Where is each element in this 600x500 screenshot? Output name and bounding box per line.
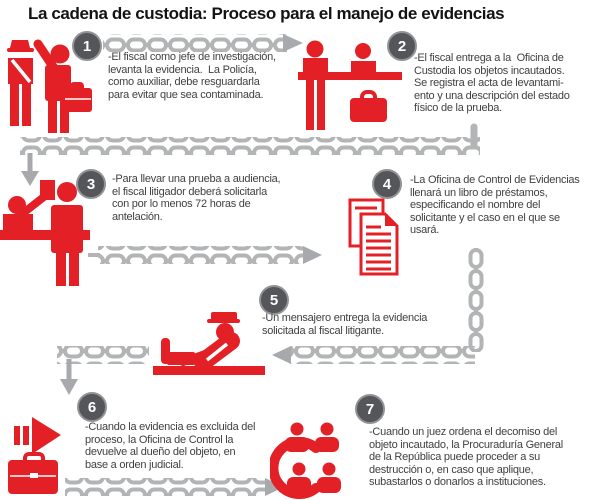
chain-step1-to-step2 xyxy=(103,34,303,52)
return-arrow-icon xyxy=(14,417,61,454)
officer-sash xyxy=(10,58,32,84)
step4-text: -La Oficina de Control de Evidencias lle… xyxy=(410,174,580,237)
arrow-left-icon xyxy=(272,346,291,364)
loan-book-documents-icon xyxy=(348,198,399,276)
chain-step2-to-step3 xyxy=(20,123,480,186)
step-number-4: 4 xyxy=(372,169,402,199)
police-officer-and-fiscal-icon xyxy=(7,39,92,133)
chain-step3-to-step4 xyxy=(88,246,322,264)
chain-step4-vertical xyxy=(467,248,485,352)
counter-bar xyxy=(298,72,402,80)
chain-step6-to-step7 xyxy=(65,478,284,496)
request-at-counter-icon xyxy=(0,180,90,286)
briefcase-latch xyxy=(30,473,38,478)
step3-text: -Para llevar una prueba a audiencia, el … xyxy=(112,173,281,223)
open-case xyxy=(167,352,195,365)
round-table-meeting-icon xyxy=(270,422,341,499)
police-officer-icon xyxy=(7,40,34,126)
counter-bar xyxy=(0,230,90,240)
step6-text: -Cuando la evidencia es excluida del pro… xyxy=(85,421,256,471)
chain-step4-to-step5 xyxy=(272,346,475,364)
counter-bar xyxy=(153,366,265,375)
custody-office-counter-icon xyxy=(298,40,402,130)
arrow-right-icon xyxy=(303,246,322,264)
step-number-7: 7 xyxy=(355,394,385,424)
step-number-1: 1 xyxy=(72,31,102,61)
step-number-6: 6 xyxy=(77,392,107,422)
step1-text: -El fiscal como jefe de investigación, l… xyxy=(108,51,276,101)
page-title: La cadena de custodia: Proceso para el m… xyxy=(28,4,505,23)
step2-text: -El fiscal entrega a la Oficina de Custo… xyxy=(414,52,570,115)
arrow-down-icon xyxy=(60,379,78,395)
fiscal-with-briefcase-icon xyxy=(33,39,92,133)
folded-corner xyxy=(385,214,397,226)
step-number-5: 5 xyxy=(259,285,289,315)
step-number-2: 2 xyxy=(387,31,417,61)
arrow-right-icon xyxy=(283,34,303,52)
evidence-bag-icon xyxy=(350,98,387,122)
messenger-at-counter-icon xyxy=(153,312,265,375)
briefcase-icon xyxy=(8,452,58,494)
step-number-3: 3 xyxy=(76,169,106,199)
step7-text: -Cuando un juez ordena el decomiso del o… xyxy=(369,426,563,489)
arrow-down-icon xyxy=(21,171,39,186)
chain-step5-to-step6 xyxy=(57,346,149,395)
step5-text: -Un mensajero entrega la evidencia solic… xyxy=(262,312,428,337)
arrow-right-icon xyxy=(265,478,284,496)
